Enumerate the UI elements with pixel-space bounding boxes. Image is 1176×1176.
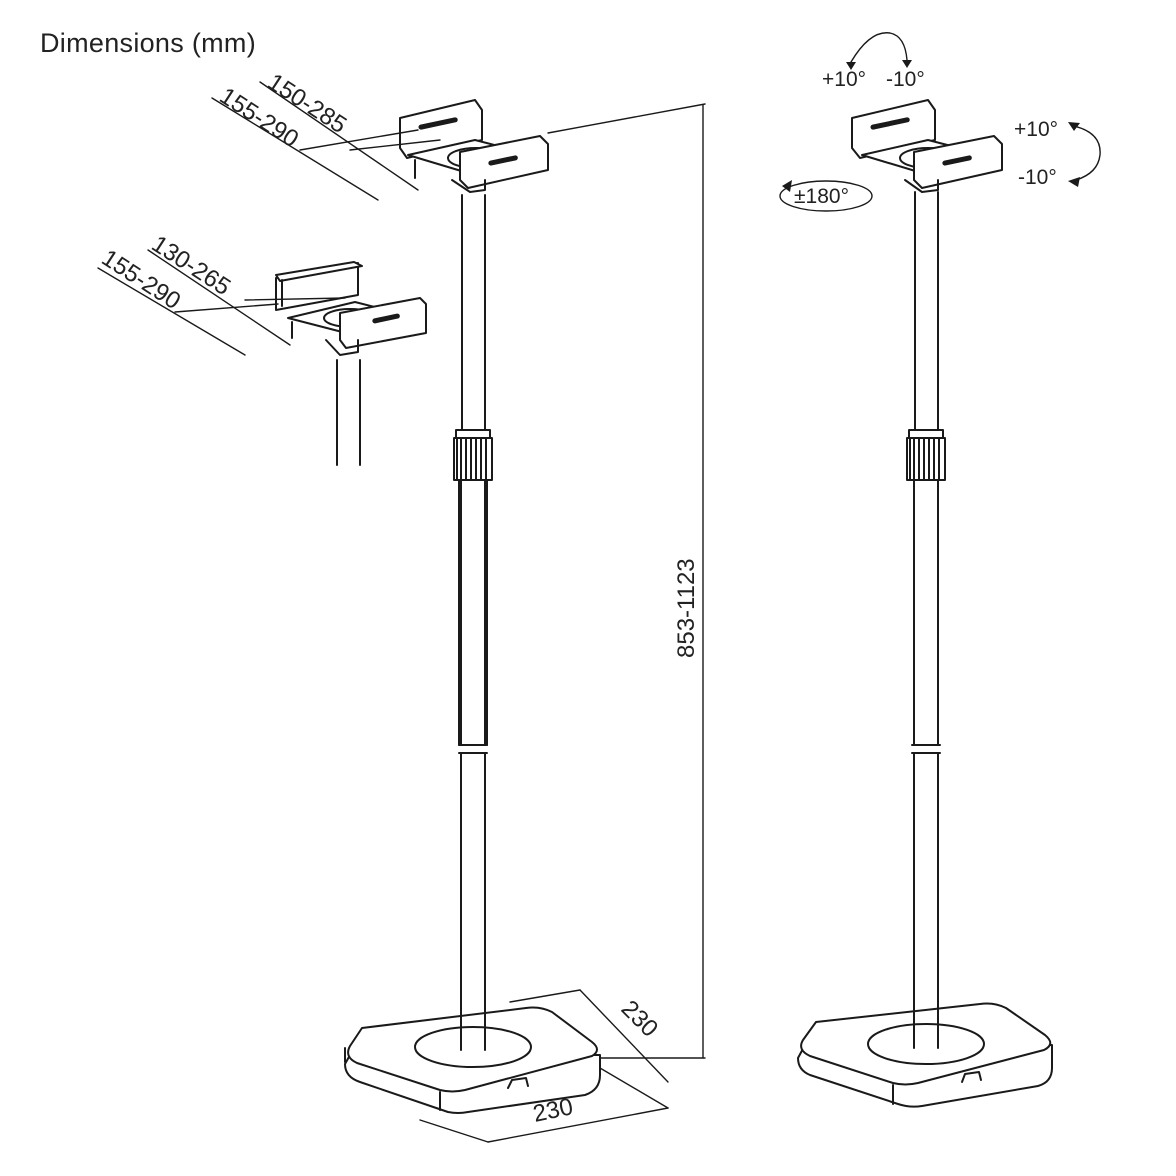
- tilt-plus-front-label: +10°: [822, 68, 866, 91]
- left-stand: [344, 99, 601, 1114]
- left-stand-top-bracket: [399, 99, 549, 193]
- rotation-ellipse-icon: [779, 180, 873, 212]
- dimension-labels: 155-290 150-285 155-290 130-265 853-1123…: [97, 68, 700, 1127]
- tilt-minus-front-label: -10°: [886, 68, 925, 91]
- right-stand-base: [797, 1002, 1053, 1108]
- left-stand-pole: [453, 194, 493, 1051]
- swivel-label: ±180°: [794, 185, 849, 208]
- dimension-lines: [97, 81, 706, 1143]
- height-range-label: 853-1123: [673, 558, 700, 658]
- curved-double-arrow-icon: [850, 32, 908, 63]
- tilt-plus-side-label: +10°: [1014, 118, 1058, 141]
- right-stand: [797, 99, 1053, 1108]
- curved-double-arrow-icon: [1073, 125, 1101, 181]
- right-stand-top-bracket: [851, 99, 1003, 193]
- rotation-indicators: +10° -10° +10° -10° ±180°: [779, 32, 1101, 212]
- alt-bracket-detail: [275, 261, 427, 466]
- right-stand-pole: [906, 191, 946, 1049]
- tilt-minus-side-label: -10°: [1018, 166, 1057, 189]
- left-stand-base: [344, 1006, 601, 1114]
- diagram-title: Dimensions (mm): [40, 28, 257, 58]
